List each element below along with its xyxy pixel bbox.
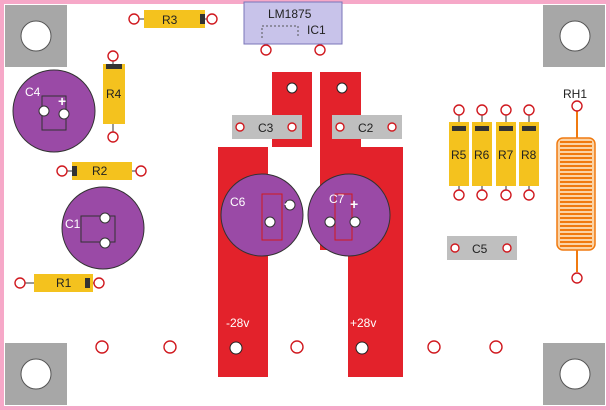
pad-r5-b <box>453 189 465 201</box>
label-negative-supply: -28v <box>226 316 249 330</box>
mount-hole-bottom-left <box>5 343 67 405</box>
pad-bottom-2 <box>163 340 177 354</box>
label-r7: R7 <box>498 148 514 162</box>
polarity-c6: + <box>284 196 292 212</box>
label-r4: R4 <box>106 87 122 101</box>
pad-r4-b <box>107 131 119 143</box>
pad-c2-b <box>387 122 397 132</box>
ic1-lm1875: LM1875 IC1 <box>243 1 343 45</box>
polarity-c7: + <box>350 196 358 212</box>
pad-c5-a <box>450 243 460 253</box>
pad-r5-a <box>453 104 465 116</box>
pad-r8-b <box>523 189 535 201</box>
capacitor-c7: C7 + <box>307 173 391 257</box>
mount-hole-top-left <box>5 5 67 67</box>
label-c2: C2 <box>358 121 374 135</box>
pad-r7-b <box>500 189 512 201</box>
resistor-r6: R6 <box>472 110 492 195</box>
label-rh1: RH1 <box>563 87 587 101</box>
pad-r4-a <box>107 50 119 62</box>
inductor-rh1: RH1 <box>556 87 596 272</box>
pad-r1-a <box>14 277 26 289</box>
capacitor-c4: C4 + <box>12 69 96 153</box>
label-c7: C7 <box>329 192 345 206</box>
label-r8: R8 <box>521 148 537 162</box>
pad-ic1-2 <box>314 44 326 56</box>
label-r6: R6 <box>474 148 490 162</box>
label-c4: C4 <box>25 85 41 99</box>
pad-r2-a <box>56 165 68 177</box>
label-c5: C5 <box>472 242 488 256</box>
capacitor-c6: C6 + <box>220 173 304 257</box>
pad-r7-a <box>500 104 512 116</box>
pad-trace-top-left <box>286 82 298 94</box>
resistor-r3: R3 <box>134 10 212 28</box>
pad-r3-b <box>206 13 218 25</box>
label-r3: R3 <box>162 13 178 27</box>
resistor-r1: R1 <box>20 274 99 292</box>
pad-rh1-b <box>571 272 583 284</box>
pad-rh1-a <box>571 100 583 112</box>
resistor-r8: R8 <box>519 110 539 195</box>
ic-ref-label: IC1 <box>307 23 326 37</box>
resistor-r5: R5 <box>449 110 469 195</box>
label-r1: R1 <box>56 276 72 290</box>
label-positive-supply: +28v <box>350 316 376 330</box>
pad-r3-a <box>128 13 140 25</box>
pad-c5-b <box>502 243 512 253</box>
label-c6: C6 <box>230 195 246 209</box>
pad-trace-top-right <box>336 82 348 94</box>
pad-bottom-3 <box>290 340 304 354</box>
ic-part-label: LM1875 <box>268 7 312 21</box>
pad-c3-b <box>287 122 297 132</box>
capacitor-c1: C1 <box>61 186 145 270</box>
pad-ic1-1 <box>260 44 272 56</box>
pad-bottom-1 <box>95 340 109 354</box>
resistor-r7: R7 <box>496 110 516 195</box>
polarity-c4: + <box>58 93 66 109</box>
pad-c2-a <box>335 122 345 132</box>
coil-windings <box>560 141 592 247</box>
resistor-r2: R2 <box>62 162 141 180</box>
mount-hole-bottom-right <box>543 343 605 405</box>
pad-r2-b <box>135 165 147 177</box>
pad-bottom-4 <box>427 340 441 354</box>
label-r2: R2 <box>92 164 108 178</box>
pad-bottom-5 <box>489 340 503 354</box>
label-r5: R5 <box>451 148 467 162</box>
pad-r1-b <box>93 277 105 289</box>
label-c3: C3 <box>258 121 274 135</box>
mount-hole-top-right <box>543 5 605 67</box>
pad-negative-supply <box>229 341 243 355</box>
pad-c3-a <box>235 122 245 132</box>
label-c1: C1 <box>65 217 81 231</box>
pad-r8-a <box>523 104 535 116</box>
pad-r6-a <box>476 104 488 116</box>
pad-r6-b <box>476 189 488 201</box>
pad-positive-supply <box>355 341 369 355</box>
resistor-r4: R4 <box>103 56 125 137</box>
